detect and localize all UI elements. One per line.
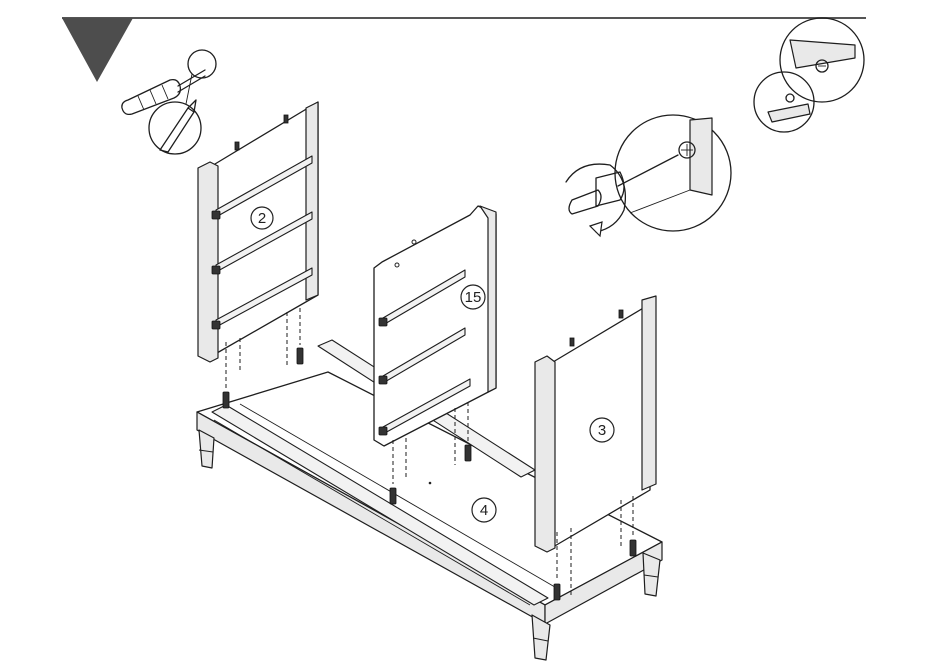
power-drill-icon xyxy=(566,115,731,236)
part-label-4: 4 xyxy=(480,502,488,519)
part-label-15: 15 xyxy=(465,289,482,306)
part-label-3: 3 xyxy=(598,422,606,439)
part-label-2: 2 xyxy=(258,210,266,227)
step-marker xyxy=(62,18,133,82)
corner-detail-zoom xyxy=(754,18,864,132)
screwdriver-icon xyxy=(122,50,216,154)
leg-back-right xyxy=(643,553,660,596)
side-panel-left: 2 xyxy=(198,102,318,408)
